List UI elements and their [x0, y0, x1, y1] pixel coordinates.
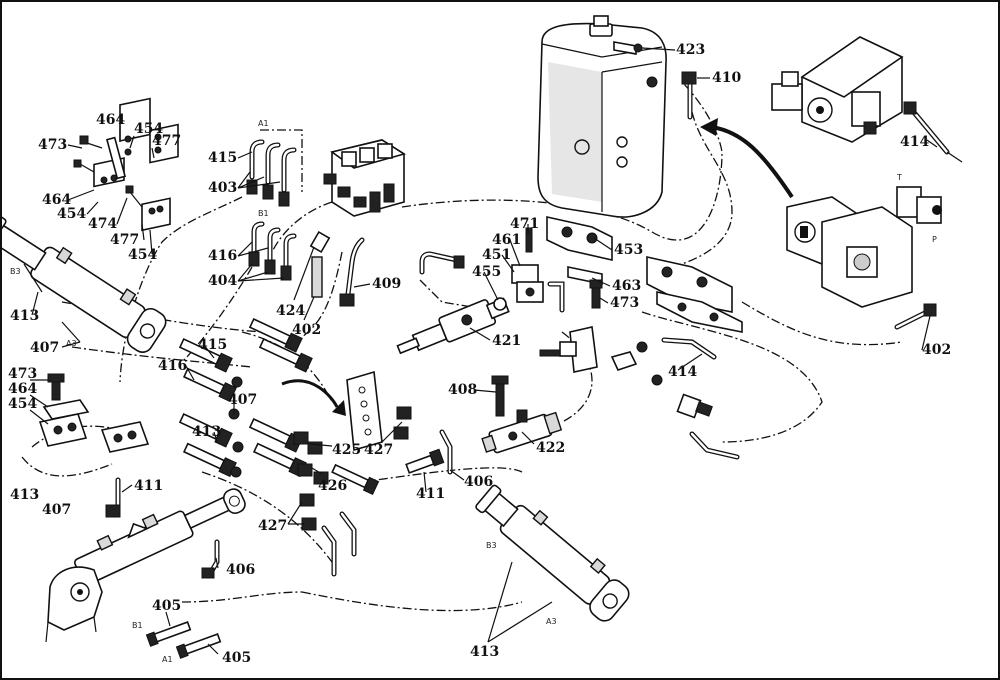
callout-424: 424 — [276, 303, 305, 319]
svg-text:A1: A1 — [162, 655, 173, 664]
svg-text:B3: B3 — [10, 267, 21, 276]
valve-assembly-422 — [481, 375, 563, 454]
callout-414: 414 — [900, 134, 929, 150]
callout-416: 416 — [208, 248, 237, 264]
callout-427: 427 — [364, 442, 393, 458]
callout-414: 414 — [668, 364, 697, 380]
callout-413: 413 — [192, 424, 221, 440]
callout-474: 474 — [88, 216, 117, 232]
callout-427: 427 — [258, 518, 287, 534]
svg-text:A3: A3 — [66, 339, 77, 348]
hose-fittings-406-411 — [405, 429, 453, 475]
callout-421: 421 — [492, 333, 521, 349]
svg-text:T: T — [896, 173, 902, 182]
callout-463: 463 — [612, 278, 641, 294]
callout-409: 409 — [372, 276, 401, 292]
fitting-cluster-425 — [293, 406, 412, 577]
lift-cylinder-right: B3 A3 — [475, 484, 630, 626]
callout-415: 415 — [208, 150, 237, 166]
callout-454: 454 — [128, 247, 157, 263]
fittings-around-414 — [539, 326, 740, 460]
callout-416: 416 — [158, 358, 187, 374]
callout-461: 461 — [492, 232, 521, 248]
svg-text:A1: A1 — [258, 119, 269, 128]
svg-text:B1: B1 — [132, 621, 143, 630]
hydraulic-tank — [537, 15, 667, 218]
callout-407: 407 — [228, 392, 257, 408]
hose-fittings-405: B1 A1 — [132, 621, 222, 664]
lift-cylinder-left: B3 A3 — [2, 213, 167, 353]
callout-405: 405 — [152, 598, 181, 614]
callout-413: 413 — [10, 487, 39, 503]
callout-labels: 464 454 477 473 464 454 474 477 454 415 … — [8, 42, 951, 666]
callout-464: 464 — [8, 381, 37, 397]
hose-fittings-middle — [309, 230, 365, 307]
clamp-block-group-bottom-left — [38, 373, 150, 453]
callout-415: 415 — [198, 337, 227, 353]
svg-text:A3: A3 — [546, 617, 557, 626]
clamp-blocks-453 — [546, 216, 743, 333]
callout-454: 454 — [8, 396, 37, 412]
control-valve-block — [323, 139, 406, 217]
callout-411: 411 — [134, 478, 163, 494]
hose-fitting-406-left — [201, 539, 220, 579]
hydraulic-pump-top — [771, 36, 963, 163]
svg-text:B1: B1 — [258, 209, 269, 218]
hose-fitting-411-left — [105, 477, 121, 518]
callout-410: 410 — [712, 70, 741, 86]
mounting-hardware-451 — [511, 227, 565, 313]
callout-413: 413 — [470, 644, 499, 660]
callout-455: 455 — [472, 264, 501, 280]
callout-473: 473 — [610, 295, 639, 311]
callout-453: 453 — [614, 242, 643, 258]
callout-407: 407 — [42, 502, 71, 518]
callout-464: 464 — [96, 112, 125, 128]
callout-454: 454 — [57, 206, 86, 222]
clamp-block-group-top-left — [73, 97, 179, 232]
steering-cylinder-left — [45, 488, 246, 643]
callout-471: 471 — [510, 216, 539, 232]
flow-divider-valve-421 — [396, 251, 510, 355]
callout-425: 425 — [332, 442, 361, 458]
callout-406: 406 — [226, 562, 255, 578]
hose-fittings-upper: A1 B1 — [246, 119, 303, 281]
callout-402: 402 — [922, 342, 951, 358]
callout-411: 411 — [416, 486, 445, 502]
callout-408: 408 — [448, 382, 477, 398]
mounting-plate — [346, 370, 383, 452]
hose-fitting-402-right — [894, 303, 937, 330]
callout-473: 473 — [38, 137, 67, 153]
callout-413: 413 — [10, 308, 39, 324]
gear-pump-middle-right: P T — [786, 173, 942, 308]
flow-arrow — [700, 118, 794, 199]
callout-477: 477 — [152, 133, 181, 149]
callout-454: 454 — [134, 121, 163, 137]
callout-451: 451 — [482, 247, 511, 263]
leader-lines — [29, 47, 938, 655]
callout-405: 405 — [222, 650, 251, 666]
callout-423: 423 — [676, 42, 705, 58]
callout-402: 402 — [292, 322, 321, 338]
callout-407: 407 — [30, 340, 59, 356]
callout-403: 403 — [208, 180, 237, 196]
svg-text:P: P — [932, 235, 937, 244]
callout-422: 422 — [536, 440, 565, 456]
callout-477: 477 — [110, 232, 139, 248]
callout-464: 464 — [42, 192, 71, 208]
callout-426: 426 — [318, 478, 347, 494]
callout-404: 404 — [208, 273, 237, 289]
callout-473: 473 — [8, 366, 37, 382]
svg-text:B3: B3 — [486, 541, 497, 550]
callout-406: 406 — [464, 474, 493, 490]
hose-fitting-410 — [681, 71, 697, 120]
